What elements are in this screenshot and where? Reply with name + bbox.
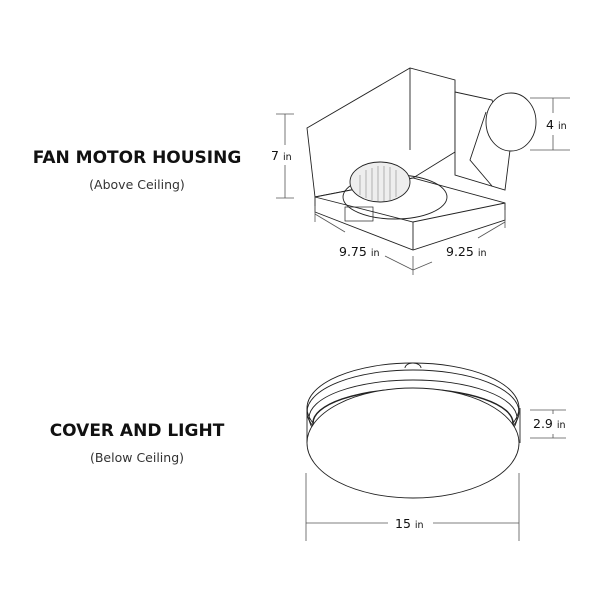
cover-dimensions bbox=[305, 409, 566, 541]
cover-height-label: 2.9 in bbox=[533, 416, 566, 431]
cover-drawing bbox=[306, 362, 521, 499]
housing-subtitle: (Above Ceiling) bbox=[89, 177, 185, 192]
cover-subtitle: (Below Ceiling) bbox=[89, 450, 185, 465]
fan-housing-drawing bbox=[306, 67, 537, 251]
housing-depth-label: 9.75 in bbox=[339, 244, 380, 259]
housing-dimensions bbox=[276, 97, 570, 275]
housing-title: FAN MOTOR HOUSING bbox=[32, 148, 242, 168]
duct-diameter-label: 4 in bbox=[546, 117, 567, 132]
housing-width-label: 9.25 in bbox=[446, 244, 487, 259]
housing-height-label: 7 in bbox=[271, 148, 292, 163]
cover-title: COVER AND LIGHT bbox=[49, 421, 225, 441]
cover-diameter-label: 15 in bbox=[395, 516, 424, 531]
